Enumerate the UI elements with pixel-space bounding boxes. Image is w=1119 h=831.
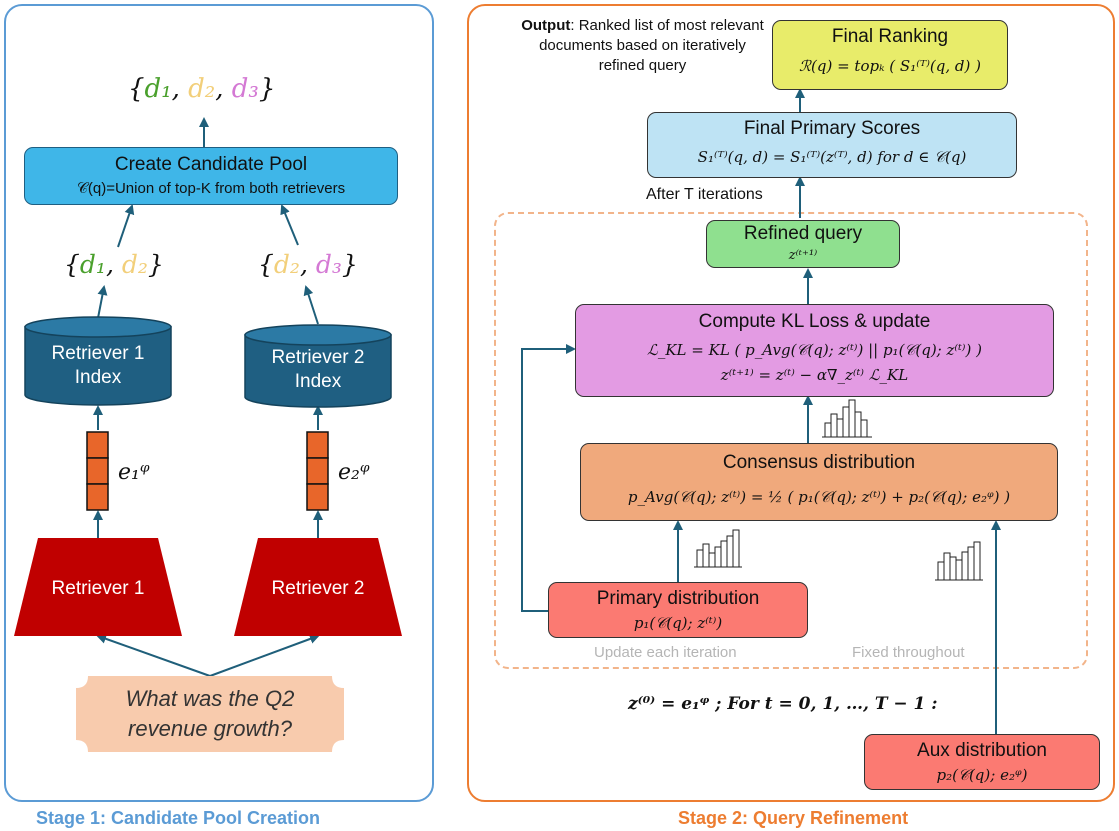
arrow-rightdocs-to-pool xyxy=(280,204,299,246)
kl-loss-box: Compute KL Loss & update ℒ_KL = KL ( p_A… xyxy=(575,304,1054,397)
primary-distribution-formula: p₁(𝒞(q); z⁽ᵗ⁾) xyxy=(633,614,723,632)
candidate-pool-description: 𝒞(q)=Union of top-K from both retrievers xyxy=(76,180,346,197)
retriever-2-label: Retriever 2 xyxy=(271,578,365,599)
update-each-iteration-label: Update each iteration xyxy=(594,644,737,661)
candidate-pool-box: Create Candidate Pool 𝒞(q)=Union of top-… xyxy=(24,147,398,205)
embedding-vector-2 xyxy=(306,431,329,511)
retriever-1-label: Retriever 1 xyxy=(51,578,145,599)
index-cylinders xyxy=(24,316,392,408)
arrow-leftdocs-to-pool xyxy=(117,204,135,248)
primary-distribution-box: Primary distribution p₁(𝒞(q); z⁽ᵗ⁾) xyxy=(548,582,808,638)
final-ranking-box: Final Ranking ℛ(q) = topₖ ( S₁⁽ᵀ⁾(q, d) … xyxy=(772,20,1008,90)
consensus-title: Consensus distribution xyxy=(722,452,916,473)
arrow-index1-to-leftdocs xyxy=(97,285,108,319)
consensus-distribution-box: Consensus distribution p_Avg(𝒞(q); z⁽ᵗ⁾)… xyxy=(580,443,1058,521)
final-scores-title: Final Primary Scores xyxy=(743,118,921,139)
histogram-icon-kl xyxy=(822,399,872,438)
right-doc-set: {d₂, d₃} xyxy=(258,250,358,279)
histogram-icon-aux xyxy=(935,541,983,581)
primary-distribution-title: Primary distribution xyxy=(596,588,760,609)
arrow-primary-loop-to-kl xyxy=(521,344,576,612)
retriever-1-shape xyxy=(14,538,182,636)
arrow-query-to-ret2 xyxy=(209,634,320,677)
stage1-panel xyxy=(4,4,434,802)
aux-distribution-formula: p₂(𝒞(q); e₂ᵠ) xyxy=(936,766,1028,784)
kl-loss-title: Compute KL Loss & update xyxy=(698,311,931,332)
refined-query-box: Refined query z⁽ᵗ⁺¹⁾ xyxy=(706,220,900,268)
embedding-vector-1 xyxy=(86,431,109,511)
consensus-formula: p_Avg(𝒞(q); z⁽ᵗ⁾) = ½ ( p₁(𝒞(q); z⁽ᵗ⁾) +… xyxy=(627,488,1011,506)
aux-distribution-box: Aux distribution p₂(𝒞(q); e₂ᵠ) xyxy=(864,734,1100,790)
aux-distribution-title: Aux distribution xyxy=(917,740,1047,761)
stage2-panel xyxy=(467,4,1115,802)
refined-query-title: Refined query xyxy=(743,223,863,244)
embedding-2-label: e₂ᵠ xyxy=(338,460,370,485)
fixed-throughout-label: Fixed throughout xyxy=(852,644,965,661)
stage2-caption: Stage 2: Query Refinement xyxy=(678,808,909,828)
retriever-2-shape xyxy=(234,538,402,636)
final-ranking-title: Final Ranking xyxy=(831,26,949,47)
after-iterations-label: After T iterations xyxy=(646,186,763,203)
initialization-formula: z⁽⁰⁾ = e₁ᵠ ; For t = 0, 1, …, T − 1 : xyxy=(628,694,938,714)
retriever-2-index-label: Retriever 2 Index xyxy=(271,347,365,392)
histogram-icon-primary xyxy=(694,529,742,568)
candidate-pool-title: Create Candidate Pool xyxy=(114,154,308,175)
query-update-formula: z⁽ᵗ⁺¹⁾ = z⁽ᵗ⁾ − α∇_z⁽ᵗ⁾ ℒ_KL xyxy=(720,366,909,384)
refined-query-formula: z⁽ᵗ⁺¹⁾ xyxy=(788,248,818,263)
top-doc-set: {d₁, d₂, d₃} xyxy=(128,74,276,104)
stage1-caption: Stage 1: Candidate Pool Creation xyxy=(36,808,321,828)
left-doc-set: {d₁, d₂} xyxy=(64,250,164,279)
kl-loss-formula: ℒ_KL = KL ( p_Avg(𝒞(q); z⁽ᵗ⁾) || p₁(𝒞(q)… xyxy=(647,341,982,359)
arrow-index2-to-rightdocs xyxy=(303,285,319,325)
refinement-loop-region xyxy=(494,212,1088,669)
retriever-1-index-label: Retriever 1 Index xyxy=(51,343,145,388)
embedding-1-label: e₁ᵠ xyxy=(118,460,150,485)
query-scroll-shape xyxy=(76,676,344,752)
output-description: Output: Ranked list of most relevant doc… xyxy=(521,17,764,74)
final-primary-scores-box: Final Primary Scores S₁⁽ᵀ⁾(q, d) = S₁⁽ᵀ⁾… xyxy=(647,112,1017,178)
final-ranking-formula: ℛ(q) = topₖ ( S₁⁽ᵀ⁾(q, d) ) xyxy=(799,57,981,75)
arrow-query-to-ret1 xyxy=(96,633,211,677)
query-text: What was the Q2 revenue growth? xyxy=(125,686,295,741)
final-scores-formula: S₁⁽ᵀ⁾(q, d) = S₁⁽ᵀ⁾(z⁽ᵀ⁾, d) for d ∈ 𝒞(q… xyxy=(697,148,967,166)
